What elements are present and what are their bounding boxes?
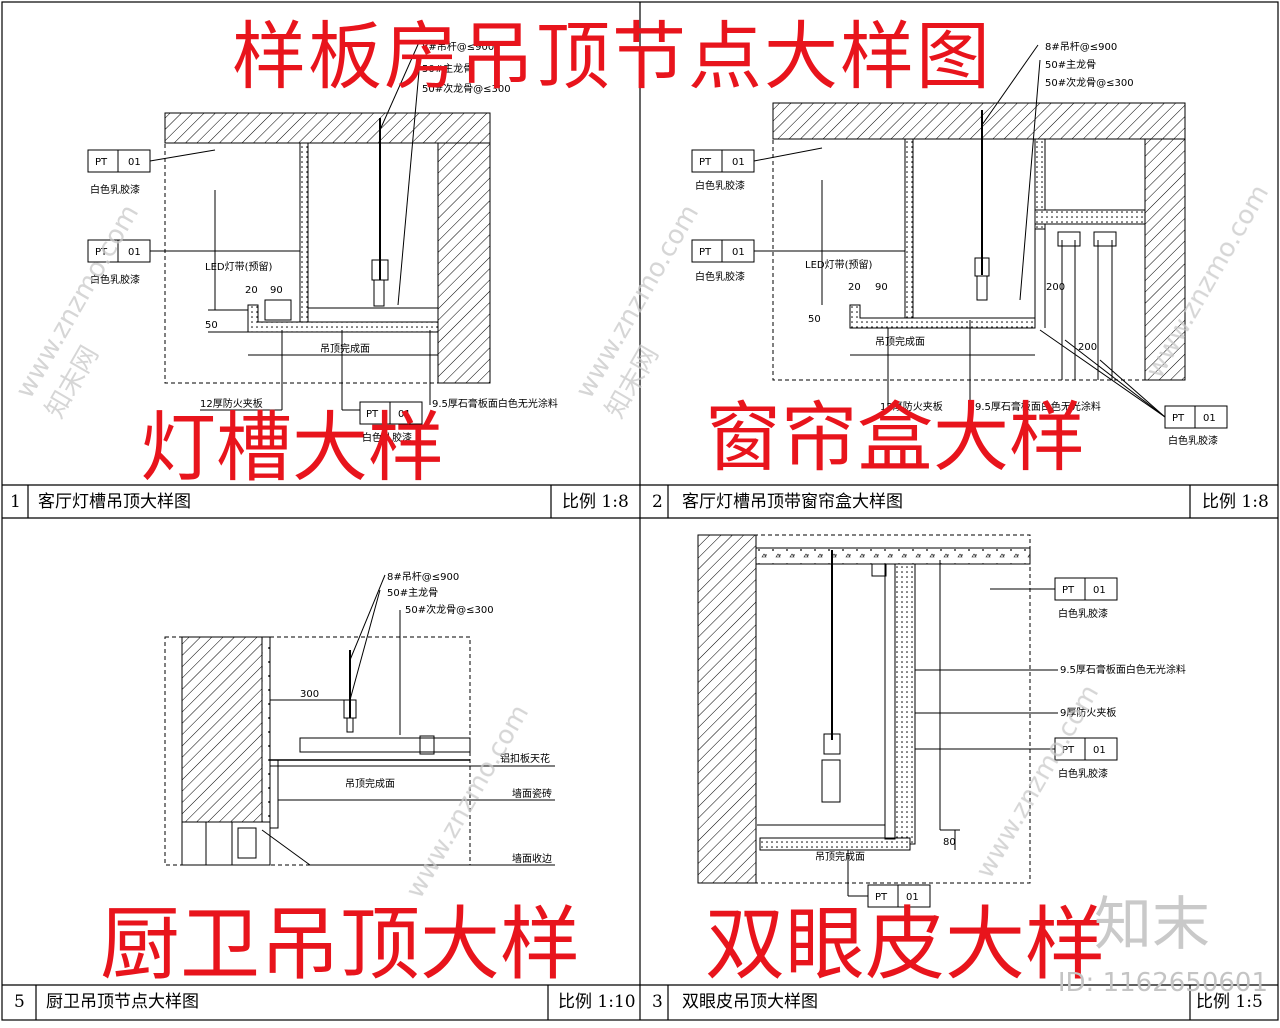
panel-3-title: 厨卫吊顶大样 bbox=[100, 898, 580, 991]
panel-2-title: 窗帘盒大样 bbox=[705, 393, 1085, 482]
svg-text:01: 01 bbox=[732, 157, 745, 168]
svg-text:300: 300 bbox=[300, 689, 319, 700]
svg-text:50: 50 bbox=[808, 314, 821, 325]
svg-text:LED灯带(预留): LED灯带(预留) bbox=[205, 260, 272, 273]
panel-1-drawing bbox=[87, 39, 491, 425]
svg-text:12厚防火夹板: 12厚防火夹板 bbox=[880, 400, 943, 413]
svg-text:01: 01 bbox=[128, 157, 141, 168]
svg-text:8#吊杆@≤900: 8#吊杆@≤900 bbox=[1045, 41, 1117, 53]
svg-text:PT: PT bbox=[1062, 585, 1075, 596]
svg-text:50#次龙骨@≤300: 50#次龙骨@≤300 bbox=[1045, 76, 1134, 89]
bar-1-number: 1 bbox=[10, 492, 21, 512]
panel-3-drawing bbox=[164, 574, 555, 866]
svg-text:吊顶完成面: 吊顶完成面 bbox=[320, 342, 370, 355]
svg-text:PT: PT bbox=[1172, 413, 1185, 424]
svg-text:8#吊杆@≤900: 8#吊杆@≤900 bbox=[422, 41, 494, 53]
bar-4-scale: 比例 1:5 bbox=[1196, 992, 1263, 1012]
svg-text:8#吊杆@≤900: 8#吊杆@≤900 bbox=[387, 571, 459, 583]
svg-text:9.5厚石膏板面白色无光涂料: 9.5厚石膏板面白色无光涂料 bbox=[975, 400, 1101, 413]
bar-3-scale: 比例 1:10 bbox=[558, 992, 636, 1012]
svg-text:墙面收边: 墙面收边 bbox=[512, 852, 552, 865]
svg-text:01: 01 bbox=[1093, 745, 1106, 756]
svg-text:50#主龙骨: 50#主龙骨 bbox=[422, 62, 473, 75]
svg-text:PT: PT bbox=[1062, 745, 1075, 756]
svg-text:200: 200 bbox=[1046, 282, 1065, 293]
svg-text:9厚防火夹板: 9厚防火夹板 bbox=[1060, 706, 1116, 719]
svg-text:白色乳胶漆: 白色乳胶漆 bbox=[362, 431, 412, 444]
svg-text:白色乳胶漆: 白色乳胶漆 bbox=[695, 270, 745, 283]
svg-text:01: 01 bbox=[398, 409, 411, 420]
svg-text:01: 01 bbox=[128, 247, 141, 258]
svg-text:50#主龙骨: 50#主龙骨 bbox=[1045, 58, 1096, 71]
svg-text:白色乳胶漆: 白色乳胶漆 bbox=[695, 179, 745, 192]
svg-text:LED灯带(预留): LED灯带(预留) bbox=[805, 258, 872, 271]
svg-text:50#主龙骨: 50#主龙骨 bbox=[387, 586, 438, 599]
panel-1-title: 灯槽大样 bbox=[140, 403, 444, 492]
panel-1-labels: PT 01 PT 01 PT 01 白色乳胶漆 白色乳胶漆 白色乳胶漆 LED灯带(预… bbox=[90, 41, 558, 444]
tag-pt01-b bbox=[87, 239, 300, 263]
panel-2-labels: PT 01 PT 01 PT 01 白色乳胶漆 白色乳胶漆 白色乳胶漆 LED灯带(预… bbox=[695, 41, 1218, 447]
svg-text:铝扣板天花: 铝扣板天花 bbox=[500, 752, 550, 765]
svg-text:白色乳胶漆: 白色乳胶漆 bbox=[90, 183, 140, 196]
svg-text:PT: PT bbox=[366, 409, 379, 420]
bar-1-scale: 比例 1:8 bbox=[562, 492, 629, 512]
tag-pt01-c bbox=[341, 330, 423, 425]
svg-text:PT: PT bbox=[95, 157, 108, 168]
watermark-logo: 知末 bbox=[1093, 890, 1210, 958]
svg-text:9.5厚石膏板面白色无光涂料: 9.5厚石膏板面白色无光涂料 bbox=[432, 397, 558, 410]
svg-text:50#次龙骨@≤300: 50#次龙骨@≤300 bbox=[422, 82, 511, 95]
panel-3-labels: 8#吊杆@≤900 50#主龙骨 50#次龙骨@≤300 300 吊顶完成面 铝… bbox=[300, 571, 552, 865]
bar-2-scale: 比例 1:8 bbox=[1202, 492, 1269, 512]
bar-1-name: 客厅灯槽吊顶大样图 bbox=[38, 492, 191, 512]
svg-text:90: 90 bbox=[270, 285, 283, 296]
svg-text:白色乳胶漆: 白色乳胶漆 bbox=[1058, 607, 1108, 620]
svg-text:白色乳胶漆: 白色乳胶漆 bbox=[1058, 767, 1108, 780]
panel-4-title: 双眼皮大样 bbox=[705, 898, 1105, 991]
svg-text:PT: PT bbox=[875, 892, 888, 903]
svg-text:PT: PT bbox=[95, 247, 108, 258]
tag-pt01-a bbox=[87, 149, 216, 173]
bar-3-name: 厨卫吊顶节点大样图 bbox=[46, 992, 199, 1012]
panel-2-drawing bbox=[691, 44, 1228, 429]
svg-text:9.5厚石膏板面白色无光涂料: 9.5厚石膏板面白色无光涂料 bbox=[1060, 663, 1186, 676]
main-title: 样板房吊顶节点大样图 bbox=[232, 14, 992, 100]
svg-text:吊顶完成面: 吊顶完成面 bbox=[815, 850, 865, 863]
svg-text:01: 01 bbox=[1093, 585, 1106, 596]
svg-text:PT: PT bbox=[699, 157, 712, 168]
panel-4-labels: PT 01 PT 01 PT 01 白色乳胶漆 白色乳胶漆 9.5厚石膏板面白色无光涂… bbox=[815, 585, 1186, 903]
svg-text:www.znzmo.com: www.znzmo.com bbox=[970, 680, 1105, 884]
svg-text:20: 20 bbox=[245, 285, 258, 296]
svg-text:50: 50 bbox=[205, 320, 218, 331]
bar-2-name: 客厅灯槽吊顶带窗帘盒大样图 bbox=[682, 492, 903, 512]
svg-text:01: 01 bbox=[1203, 413, 1216, 424]
bar-4-name: 双眼皮吊顶大样图 bbox=[682, 992, 818, 1012]
bar-3-number: 5 bbox=[14, 992, 25, 1012]
bar-4-number: 3 bbox=[652, 992, 663, 1012]
svg-text:200: 200 bbox=[1078, 342, 1097, 353]
svg-text:20: 20 bbox=[848, 282, 861, 293]
svg-text:吊顶完成面: 吊顶完成面 bbox=[875, 335, 925, 348]
watermark-id: ID: 1162650601 bbox=[1057, 968, 1268, 998]
svg-text:01: 01 bbox=[906, 892, 919, 903]
svg-text:吊顶完成面: 吊顶完成面 bbox=[345, 777, 395, 790]
panel-4-drawing bbox=[697, 534, 1118, 908]
svg-text:PT: PT bbox=[699, 247, 712, 258]
svg-text:墙面瓷砖: 墙面瓷砖 bbox=[512, 787, 552, 800]
bar-2-number: 2 bbox=[652, 492, 663, 512]
svg-text:90: 90 bbox=[875, 282, 888, 293]
svg-text:白色乳胶漆: 白色乳胶漆 bbox=[1168, 434, 1218, 447]
svg-text:50#次龙骨@≤300: 50#次龙骨@≤300 bbox=[405, 603, 494, 616]
svg-text:www.znzmo.com: www.znzmo.com bbox=[400, 700, 535, 904]
svg-text:白色乳胶漆: 白色乳胶漆 bbox=[90, 273, 140, 286]
svg-text:80: 80 bbox=[943, 837, 956, 848]
svg-text:12厚防火夹板: 12厚防火夹板 bbox=[200, 397, 263, 410]
svg-text:01: 01 bbox=[732, 247, 745, 258]
